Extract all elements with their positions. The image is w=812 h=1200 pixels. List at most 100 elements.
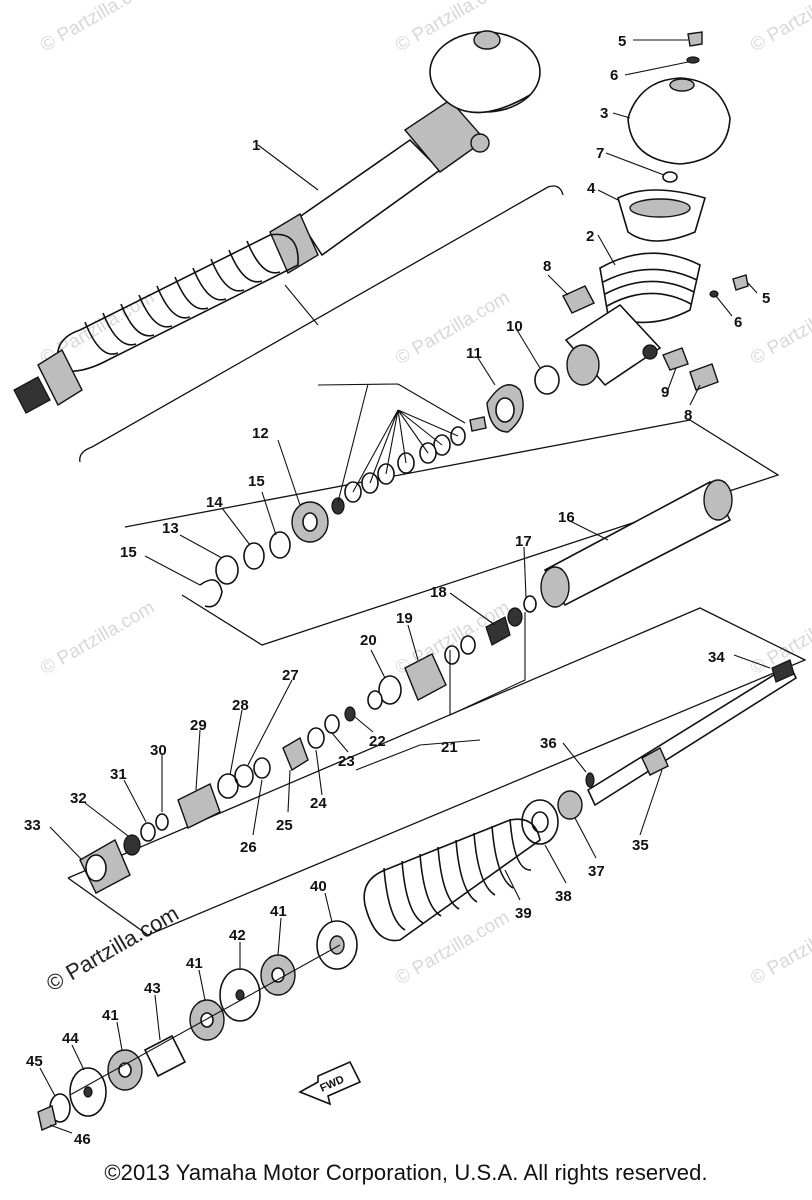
part-4-inner [629,198,691,218]
part-33-cap-bore [85,854,107,882]
part-5-bolt-top [687,31,703,47]
callout-8-left: 8 [543,258,551,275]
leader-shock-body [284,284,319,326]
shock-upper-body [296,138,442,257]
callout-6-top: 6 [610,67,618,84]
callout-10: 10 [506,318,523,335]
part-43-collar [143,1034,187,1078]
frame-damper-parts [124,419,780,646]
cylinder-parts [79,479,733,894]
callout-27: 27 [282,667,299,684]
part-10-oring [534,365,560,395]
watermark-foreground: © Partzilla.com [42,901,183,997]
callout-20: 20 [360,632,377,649]
part-46-nut [37,1105,57,1131]
watermark: © Partzilla.com [747,907,812,989]
lower-axis-line [69,944,341,1096]
part-7-ring [662,171,678,183]
part-36-pin [585,772,595,788]
callout-3: 3 [600,105,608,122]
shock-lower-eye [13,376,51,414]
callout-numbers: 1 2 3 4 5 5 6 6 7 8 8 9 10 11 12 13 14 1… [24,33,770,1148]
part-35-rod-collar [641,747,669,776]
callout-2: 2 [586,228,594,245]
part-25-collar [282,736,309,772]
group-frames [67,185,807,936]
part-13-washer [215,555,239,585]
callout-25: 25 [276,817,293,834]
part-9-collar [662,347,689,371]
callout-24: 24 [310,795,327,812]
part-16-cylinder-end [703,479,733,521]
callout-41-a: 41 [270,903,287,920]
part-14-washer [243,542,265,570]
callout-36: 36 [540,735,557,752]
callout-33: 33 [24,817,41,834]
shim-leader-lines [317,383,466,503]
lower-mount-parts [37,920,358,1131]
callout-39: 39 [515,905,532,922]
part-6-washer-side [709,290,719,298]
callout-26: 26 [240,839,257,856]
callout-45: 45 [26,1053,43,1070]
callout-5-side: 5 [762,290,770,307]
part-41-bore-a [271,967,285,983]
callout-8-right: 8 [684,407,692,424]
callout-23: 23 [338,753,355,770]
cylinder-leader-lines [355,612,526,771]
part-38-bore [531,811,549,833]
callout-31: 31 [110,766,127,783]
part-23-washer [324,714,340,734]
shock-bolt-eye [470,133,490,153]
shock-cap-rim [439,94,531,114]
exploded-parts-diagram: © Partzilla.com © Partzilla.com © Partzi… [13,0,812,1148]
callout-21: 21 [441,739,458,756]
part-20-oring [378,675,402,705]
callout-4: 4 [587,180,596,197]
part-28-ring [217,773,239,799]
leader-1 [257,144,319,191]
callout-11: 11 [466,345,482,362]
part-17-washer [507,607,523,627]
watermark: © Partzilla.com [392,907,513,989]
part-16-cylinder-front [540,566,570,608]
watermark: © Partzilla.com [392,287,513,369]
part-41-bore-c [118,1062,132,1078]
callout-38: 38 [555,888,572,905]
valve-shim-stack [331,426,466,515]
callout-16: 16 [558,509,575,526]
callout-30: 30 [150,742,167,759]
callout-7: 7 [596,145,604,162]
shock-spring-outline [56,233,299,373]
piston-rod-parts [521,659,798,845]
part-29-bushing [177,783,221,829]
callout-42: 42 [229,927,246,944]
part-6-washer-top [686,56,700,64]
callout-5-top: 5 [618,33,626,50]
watermark: © Partzilla.com [37,597,158,679]
part-18-spring [485,616,511,646]
shock-spring-coils [84,240,281,355]
callout-18: 18 [430,584,447,601]
part-21-washer [367,690,383,710]
fwd-arrow-shape [298,1060,362,1106]
part-8-bushing-left [562,285,595,314]
fwd-arrow: FWD [298,1060,362,1106]
callout-19: 19 [396,610,413,627]
part-41-bore-b [200,1012,214,1028]
part-24-washer [307,727,325,749]
part-37-washer [557,790,583,820]
part-18-washer [444,645,460,665]
part-34-nut [771,659,795,683]
shock-cap-nut [473,30,501,50]
callout-14: 14 [206,494,223,511]
callout-35: 35 [632,837,649,854]
part-26-washer [253,757,271,779]
upper-head-parts [562,31,749,391]
part-18-ring [460,635,476,655]
callout-13: 13 [162,520,179,537]
callout-6-side: 6 [734,314,742,331]
callout-28: 28 [232,697,249,714]
part-35-rod [586,663,798,807]
